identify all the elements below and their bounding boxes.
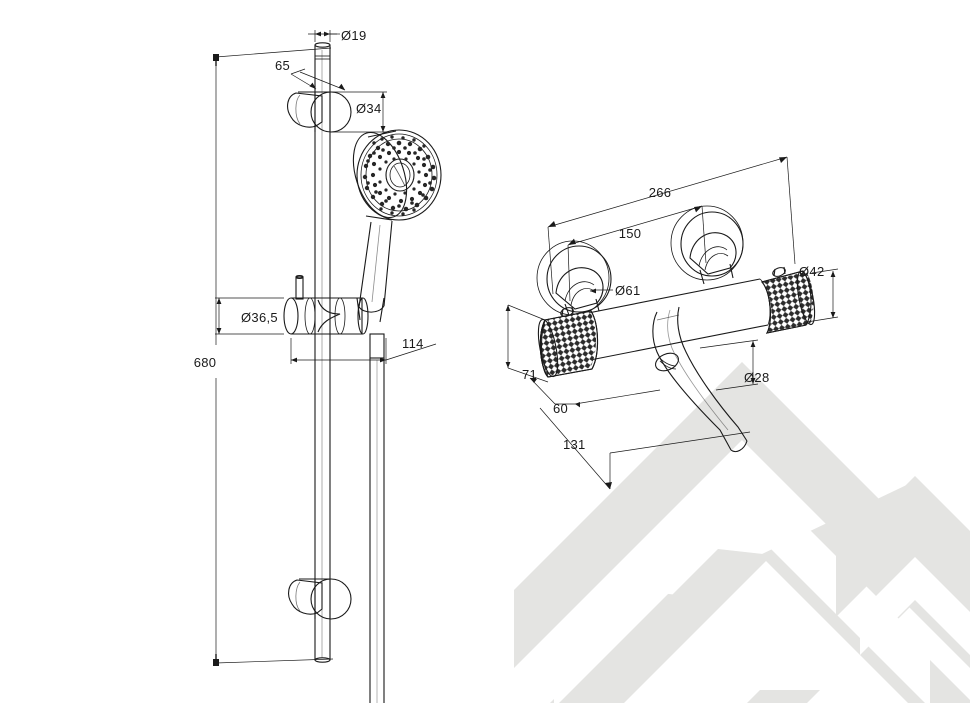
dim-label-spout-outlet-diameter: Ø28: [744, 370, 769, 385]
watermark-chevrons: [514, 362, 970, 703]
dim-bracket-sphere-diameter: Ø34: [331, 91, 387, 133]
hand-shower-head: [352, 129, 442, 221]
dim-label-projection-from-wall: 114: [402, 336, 424, 351]
dim-label-overall-rail-height: 680: [194, 355, 217, 370]
dim-body-height: 71: [505, 304, 549, 383]
shower-hose: [369, 358, 385, 703]
dim-label-bracket-sphere-diameter: Ø34: [356, 101, 381, 116]
shower-nozzle-pattern: [362, 135, 437, 216]
dim-label-rail-tube-diameter: Ø19: [341, 28, 366, 43]
dim-bracket-offset: 65: [275, 58, 346, 91]
rail-bottom-bracket: [288, 578, 352, 620]
mixer-left-wall-flange: [536, 240, 612, 319]
dim-label-bracket-offset: 65: [275, 58, 290, 73]
dim-wall-flange-diameter: Ø61: [589, 283, 640, 298]
rail-top-bracket: [287, 91, 352, 133]
mixer-spout: [652, 306, 748, 453]
mixer-left-knurled-handle: [537, 306, 599, 378]
dim-label-wall-flange-diameter: Ø61: [615, 283, 640, 298]
mixer-right-knurled-handle: [760, 266, 816, 334]
dim-label-inlet-centres: 150: [619, 226, 642, 241]
dim-projection-from-wall: 114: [290, 336, 437, 364]
dim-label-handle-diameter: Ø42: [799, 264, 824, 279]
rail-slider-holder: [283, 275, 385, 359]
dim-label-body-depth: 60: [553, 401, 568, 416]
dim-label-slider-diameter: Ø36,5: [241, 310, 278, 325]
spout-aerator: [655, 352, 679, 372]
dim-label-overall-width: 266: [649, 185, 672, 200]
dim-body-depth: 60: [529, 377, 661, 416]
dim-spout-outlet-diameter: Ø28: [699, 339, 769, 391]
mixer-right-wall-flange: [670, 205, 744, 285]
dim-overall-rail-height: [213, 47, 334, 666]
dim-label-spout-projection: 131: [563, 437, 586, 452]
dim-rail-tube-diameter: Ø19: [308, 28, 366, 43]
dim-handle-diameter: Ø42: [799, 264, 839, 323]
dim-label-body-height: 71: [522, 367, 537, 382]
dim-spout-projection: 131: [539, 407, 751, 490]
shower-rail-tube: [314, 42, 331, 663]
dim-slider-diameter: Ø36,5: [215, 297, 284, 335]
dim-overall-width: 266: [547, 156, 796, 295]
